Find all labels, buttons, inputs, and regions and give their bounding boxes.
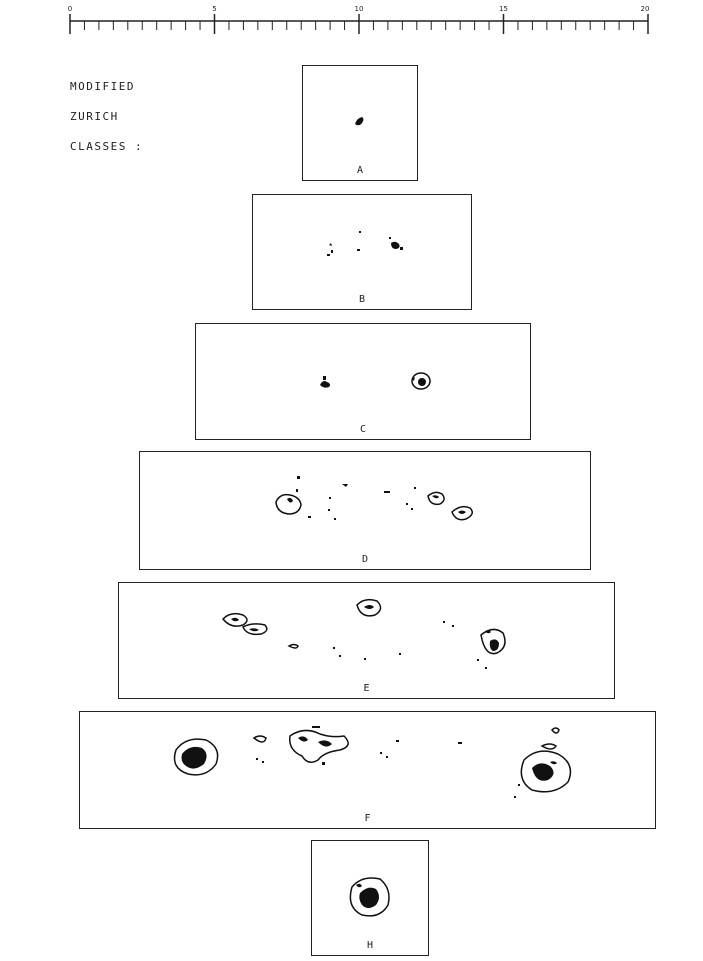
scale-label-5: 5 — [212, 5, 216, 13]
heading-line-modified: MODIFIED — [70, 80, 135, 93]
scale-label-0: 0 — [68, 5, 72, 13]
scale-label-15: 15 — [499, 5, 508, 13]
panel-class-b: B — [252, 194, 472, 310]
scale-label-10: 10 — [355, 5, 364, 13]
scale-label-20: 20 — [641, 5, 650, 13]
panel-class-a: A — [302, 65, 418, 181]
panel-class-h: H — [311, 840, 429, 956]
heading-line-classes: CLASSES : — [70, 140, 143, 153]
panel-class-e: E — [118, 582, 615, 699]
panel-label-a: A — [303, 165, 417, 176]
panel-class-f: F — [79, 711, 656, 829]
scale-ruler: 0 5 10 15 20 — [0, 0, 703, 40]
panel-class-d: D — [139, 451, 591, 570]
panel-label-d: D — [140, 554, 590, 565]
heading-line-zurich: ZURICH — [70, 110, 119, 123]
scale-ticks — [70, 14, 648, 34]
panel-class-c: C — [195, 323, 531, 440]
panel-label-b: B — [253, 294, 471, 305]
panel-label-f: F — [80, 813, 655, 824]
panel-label-c: C — [196, 424, 530, 435]
panel-label-e: E — [119, 683, 614, 694]
panel-label-h: H — [312, 940, 428, 951]
